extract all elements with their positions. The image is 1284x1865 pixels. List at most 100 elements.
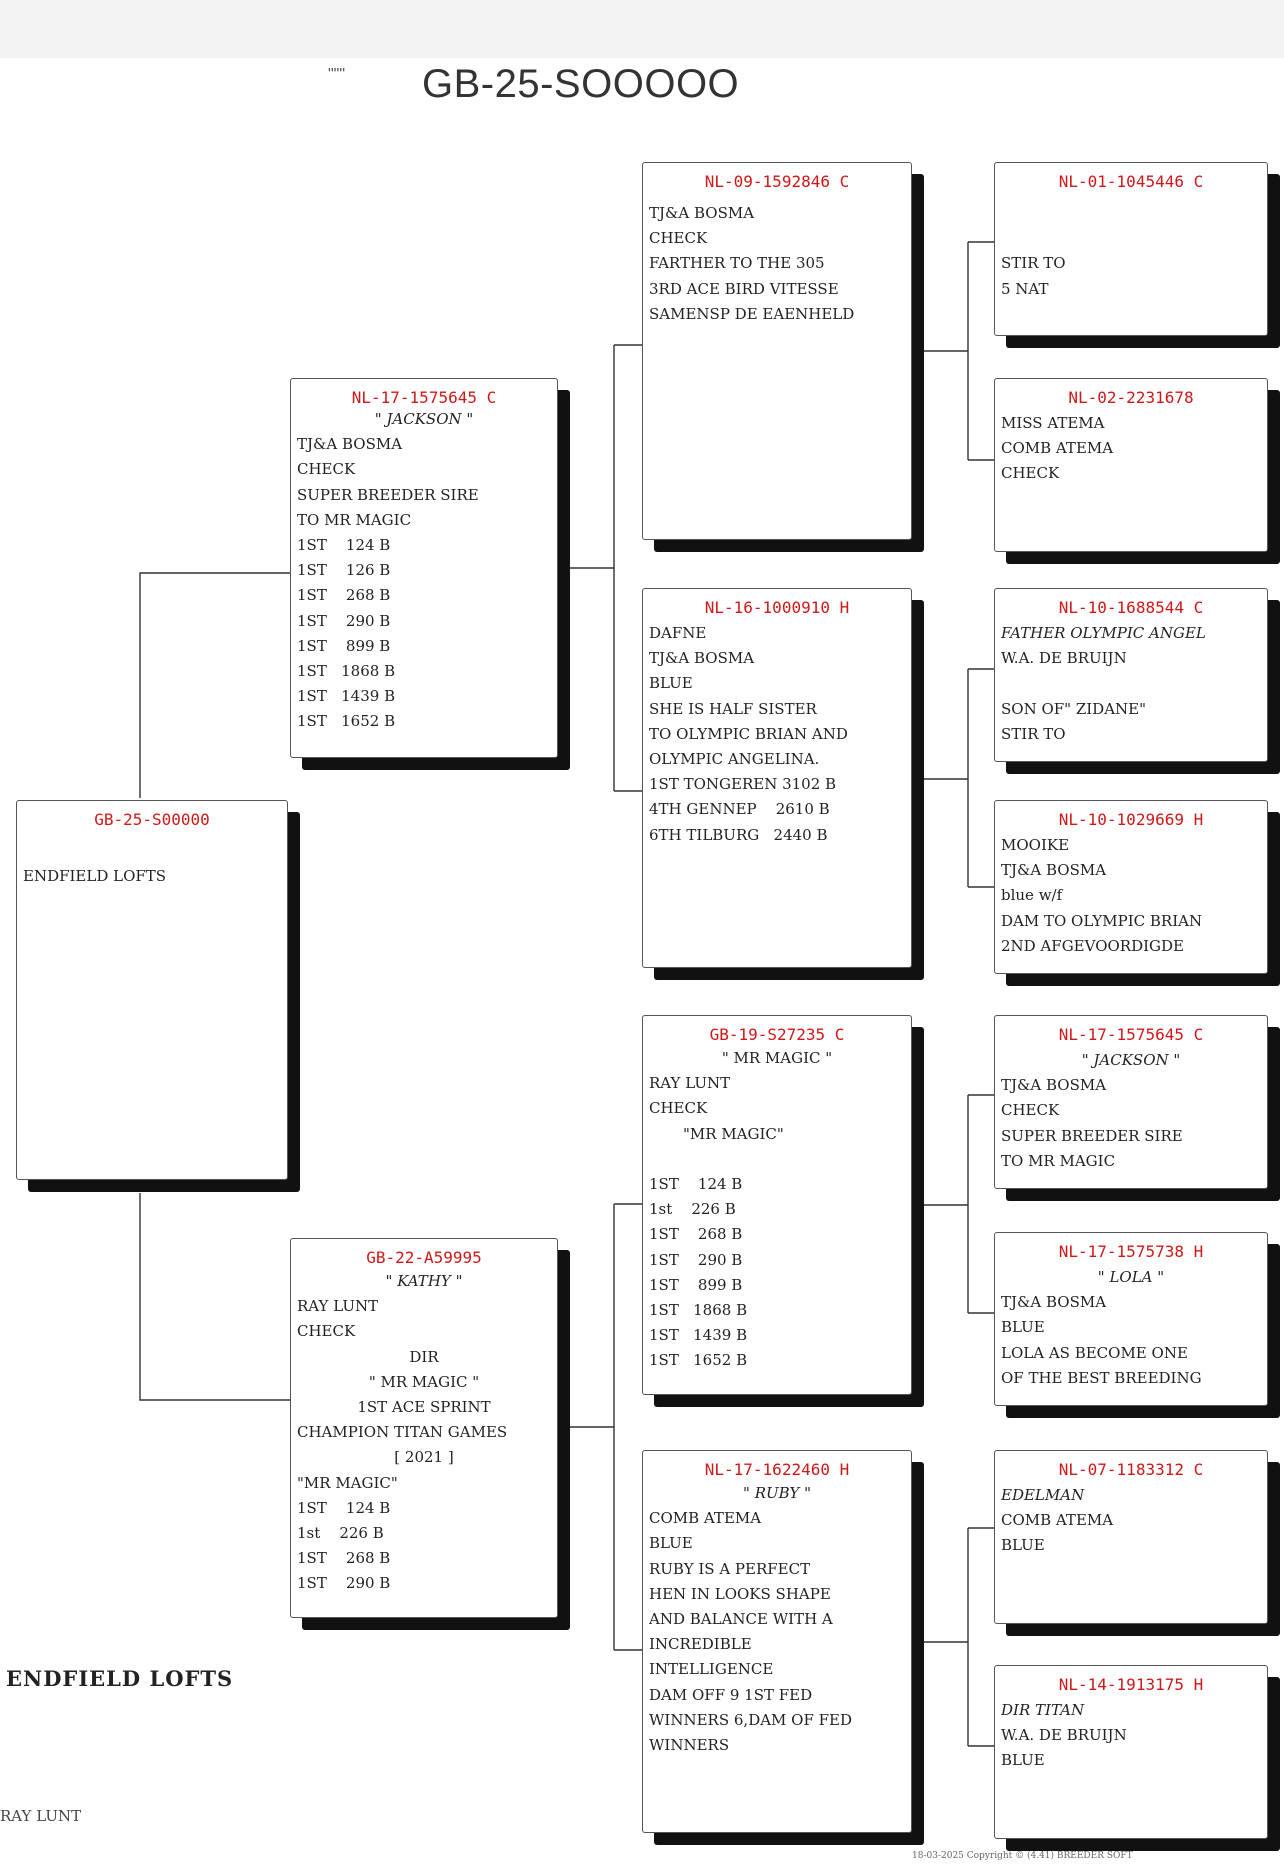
- card-line: [ 2021 ]: [394, 1448, 454, 1467]
- card-line: 1ST ACE SPRINT: [357, 1397, 491, 1416]
- card-line: TJ&A BOSMA: [1001, 861, 1107, 880]
- card-line: RUBY IS A PERFECT: [649, 1559, 811, 1578]
- card-lines: " LOLA " TJ&A BOSMA BLUE LOLA AS BECOME …: [1001, 1265, 1261, 1391]
- card-line: 1ST 290 B: [297, 1574, 391, 1593]
- card-line: DAFNE: [649, 624, 707, 642]
- card-line: BLUE: [649, 1534, 693, 1553]
- ring-number: NL-16-1000910 H: [704, 598, 850, 617]
- pedigree-card-ggp-1: NL-01-1045446 C STIR TO 5 NAT: [994, 162, 1268, 336]
- card-line: EDELMAN: [1001, 1486, 1085, 1504]
- card-line: STIR TO: [1001, 724, 1066, 743]
- ring-number: GB-22-A59995: [366, 1248, 482, 1267]
- card-line: TO MR MAGIC: [297, 510, 412, 529]
- header-mark: """: [328, 66, 346, 83]
- card-line: 1ST 268 B: [297, 586, 391, 605]
- card-line: CHAMPION TITAN GAMES: [297, 1423, 508, 1442]
- pedigree-card-ggp-7: NL-07-1183312 C EDELMAN COMB ATEMA BLUE: [994, 1450, 1268, 1624]
- card-line: SUPER BREEDER SIRE: [297, 485, 479, 504]
- card-line: 1ST 290 B: [297, 611, 391, 630]
- card-line: " LOLA ": [1097, 1268, 1165, 1286]
- pedigree-card-sire: NL-17-1575645 C " JACKSON " TJ&A BOSMA C…: [290, 378, 558, 758]
- ring-number: NL-17-1622460 H: [704, 1460, 850, 1479]
- pedigree-card-ggp-4: NL-10-1029669 H MOOIKE TJ&A BOSMA blue w…: [994, 800, 1268, 974]
- card-lines: STIR TO 5 NAT: [1001, 201, 1261, 302]
- card-line: [649, 1147, 905, 1172]
- footer-owner: RAY LUNT: [0, 1807, 82, 1825]
- card-line: HEN IN LOOKS SHAPE: [649, 1584, 831, 1603]
- pedigree-card-dam-sire: GB-19-S27235 C " MR MAGIC " RAY LUNT CHE…: [642, 1015, 912, 1395]
- card-line: MOOIKE: [1001, 836, 1070, 854]
- ring-number: NL-17-1575645 C: [1058, 1025, 1204, 1044]
- card-line: 1ST 1868 B: [649, 1300, 748, 1319]
- pedigree-card-ggp-6: NL-17-1575738 H " LOLA " TJ&A BOSMA BLUE…: [994, 1232, 1268, 1406]
- card-line: 1ST 899 B: [297, 636, 391, 655]
- pedigree-card-ggp-2: NL-02-2231678 MISS ATEMA COMB ATEMA CHEC…: [994, 378, 1268, 552]
- card-line: TO OLYMPIC BRIAN AND: [649, 724, 848, 743]
- pedigree-title: GB-25-SOOOOO: [422, 62, 740, 106]
- ring-number: NL-09-1592846 C: [704, 172, 850, 191]
- card-line: 5 NAT: [1001, 279, 1049, 298]
- card-line: 4TH GENNEP 2610 B: [649, 800, 830, 819]
- card-line: TJ&A BOSMA: [297, 435, 403, 454]
- card-lines: DAFNE TJ&A BOSMA BLUE SHE IS HALF SISTER…: [649, 621, 905, 848]
- card-line: BLUE: [649, 674, 693, 693]
- card-line: "MR MAGIC": [297, 1473, 398, 1492]
- card-line: " MR MAGIC ": [368, 1372, 480, 1391]
- pedigree-card-sire-dam: NL-16-1000910 H DAFNE TJ&A BOSMA BLUE SH…: [642, 588, 912, 968]
- card-line: STIR TO: [1001, 254, 1066, 273]
- ring-number: NL-14-1913175 H: [1058, 1675, 1204, 1694]
- card-line: INCREDIBLE: [649, 1635, 752, 1654]
- card-line: BLUE: [1001, 1751, 1045, 1770]
- card-lines: DIR TITAN W.A. DE BRUIJN BLUE: [1001, 1698, 1261, 1774]
- card-line: [1001, 201, 1261, 226]
- card-line: OF THE BEST BREEDING: [1001, 1368, 1202, 1387]
- card-lines: " JACKSON " TJ&A BOSMA CHECK SUPER BREED…: [1001, 1048, 1261, 1174]
- card-line: 2ND AFGEVOORDIGDE: [1001, 936, 1185, 955]
- card-line: 1ST 1439 B: [297, 687, 396, 706]
- card-line: SON OF" ZIDANE": [1001, 699, 1147, 718]
- card-line: DAM OFF 9 1ST FED: [649, 1685, 813, 1704]
- footer-fineprint: 18-03-2025 Copyright © (4.41) BREEDER SO…: [912, 1851, 1133, 1861]
- card-line: 1ST 124 B: [649, 1174, 743, 1193]
- pedigree-card-ggp-3: NL-10-1688544 C FATHER OLYMPIC ANGEL W.A…: [994, 588, 1268, 762]
- ring-number: GB-25-S00000: [94, 810, 210, 829]
- card-line: 1st 226 B: [297, 1523, 384, 1542]
- pedigree-card-subject: GB-25-S00000 ENDFIELD LOFTS: [16, 800, 288, 1180]
- top-bar: [0, 0, 1284, 58]
- card-lines: TJ&A BOSMA CHECK FARTHER TO THE 305 3RD …: [649, 201, 905, 327]
- card-line: WINNERS: [649, 1735, 730, 1754]
- card-line: TO MR MAGIC: [1001, 1151, 1116, 1170]
- card-line: 1ST 268 B: [649, 1225, 743, 1244]
- card-line: SAMENSP DE EAENHELD: [649, 304, 855, 323]
- card-line: 1ST 290 B: [649, 1250, 743, 1269]
- card-line: LOLA AS BECOME ONE: [1001, 1343, 1188, 1362]
- card-line: COMB ATEMA: [1001, 1511, 1114, 1530]
- pedigree-card-ggp-8: NL-14-1913175 H DIR TITAN W.A. DE BRUIJN…: [994, 1665, 1268, 1839]
- card-lines: " JACKSON " TJ&A BOSMA CHECK SUPER BREED…: [297, 407, 551, 734]
- card-line: RAY LUNT: [649, 1074, 731, 1093]
- card-line: DIR: [409, 1347, 439, 1366]
- card-line: blue w/f: [1001, 886, 1063, 905]
- card-line: CHECK: [297, 1322, 356, 1341]
- card-line: CHECK: [649, 1099, 708, 1118]
- card-line: TJ&A BOSMA: [649, 649, 755, 668]
- card-lines: FATHER OLYMPIC ANGEL W.A. DE BRUIJN SON …: [1001, 621, 1261, 747]
- card-line: [1001, 226, 1261, 251]
- card-line: OLYMPIC ANGELINA.: [649, 749, 820, 768]
- ring-number: NL-07-1183312 C: [1058, 1460, 1204, 1479]
- pedigree-card-dam-dam: NL-17-1622460 H " RUBY " COMB ATEMA BLUE…: [642, 1450, 912, 1833]
- card-line: W.A. DE BRUIJN: [1001, 1726, 1127, 1745]
- card-line: W.A. DE BRUIJN: [1001, 649, 1127, 668]
- card-line: 1ST 1439 B: [649, 1326, 748, 1345]
- card-line: [23, 839, 281, 864]
- card-lines: ENDFIELD LOFTS: [23, 839, 281, 889]
- card-line: CHECK: [1001, 464, 1060, 483]
- ring-number: NL-02-2231678: [1068, 388, 1194, 407]
- card-line: WINNERS 6,DAM OF FED: [649, 1710, 853, 1729]
- card-line: RAY LUNT: [297, 1297, 379, 1316]
- card-lines: EDELMAN COMB ATEMA BLUE: [1001, 1483, 1261, 1559]
- card-line: 1ST TONGEREN 3102 B: [649, 775, 837, 794]
- card-line: [1001, 671, 1261, 696]
- pedigree-card-dam: GB-22-A59995 " KATHY " RAY LUNT CHECK DI…: [290, 1238, 558, 1618]
- pedigree-card-ggp-5: NL-17-1575645 C " JACKSON " TJ&A BOSMA C…: [994, 1015, 1268, 1189]
